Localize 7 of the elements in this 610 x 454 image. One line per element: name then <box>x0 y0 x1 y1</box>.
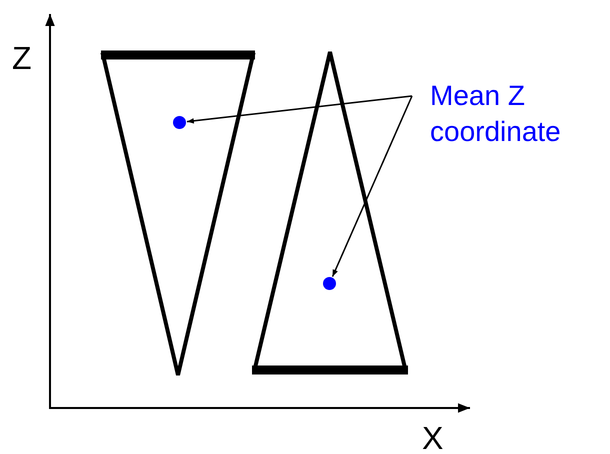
leader-arrow <box>186 95 412 124</box>
centroid-dot <box>323 277 336 290</box>
centroid-dot <box>173 116 186 129</box>
callout-text: Mean Z coordinate <box>430 79 562 149</box>
axis-label: Z <box>12 42 32 74</box>
leader-arrow <box>332 96 413 277</box>
axis-label: X <box>422 422 444 454</box>
